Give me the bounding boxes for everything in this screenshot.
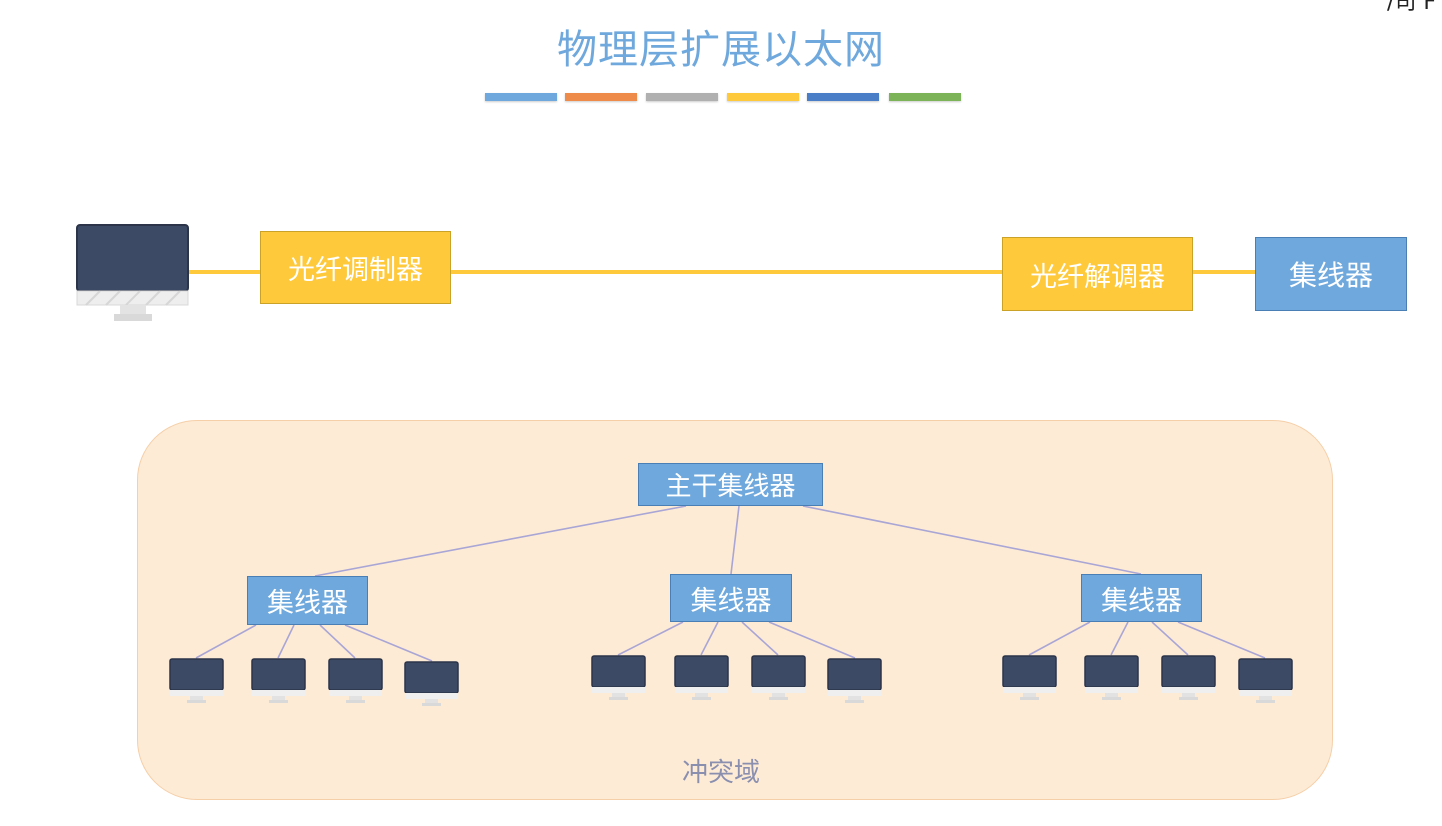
fiber-line [450, 270, 1003, 274]
computer-icon [827, 658, 882, 703]
hub-top: 集线器 [1255, 237, 1407, 311]
computer-icon [328, 658, 383, 703]
color-bar-segment [646, 93, 718, 101]
fiber-modulator: 光纤调制器 [260, 231, 451, 304]
page-title: 物理层扩展以太网 [557, 27, 885, 73]
color-bar-segment [565, 93, 637, 101]
backbone-hub: 主干集线器 [638, 463, 823, 506]
hub-left: 集线器 [247, 576, 368, 625]
computer-icon [169, 658, 224, 703]
computer-icon [1084, 655, 1139, 700]
link-demodulator-hub [1191, 270, 1256, 274]
link-computer-modulator [186, 270, 262, 274]
computer-icon [674, 655, 729, 700]
hub-right: 集线器 [1081, 574, 1202, 622]
collision-domain-label: 冲突域 [681, 758, 760, 788]
computer-icon [1161, 655, 1216, 700]
computer-icon [591, 655, 646, 700]
computer-icon [751, 655, 806, 700]
color-bar-segment [807, 93, 879, 101]
color-bar-segment [727, 93, 799, 101]
color-bar-segment [889, 93, 961, 101]
fiber-demodulator: 光纤解调器 [1002, 237, 1193, 311]
computer-icon [404, 661, 459, 706]
computer-icon [1002, 655, 1057, 700]
hub-middle: 集线器 [670, 574, 792, 622]
computer-icon [1238, 658, 1293, 703]
computer-icon [76, 224, 189, 321]
color-bar-segment [485, 93, 557, 101]
corner-text: /司 F [1386, 0, 1436, 15]
computer-icon [251, 658, 306, 703]
